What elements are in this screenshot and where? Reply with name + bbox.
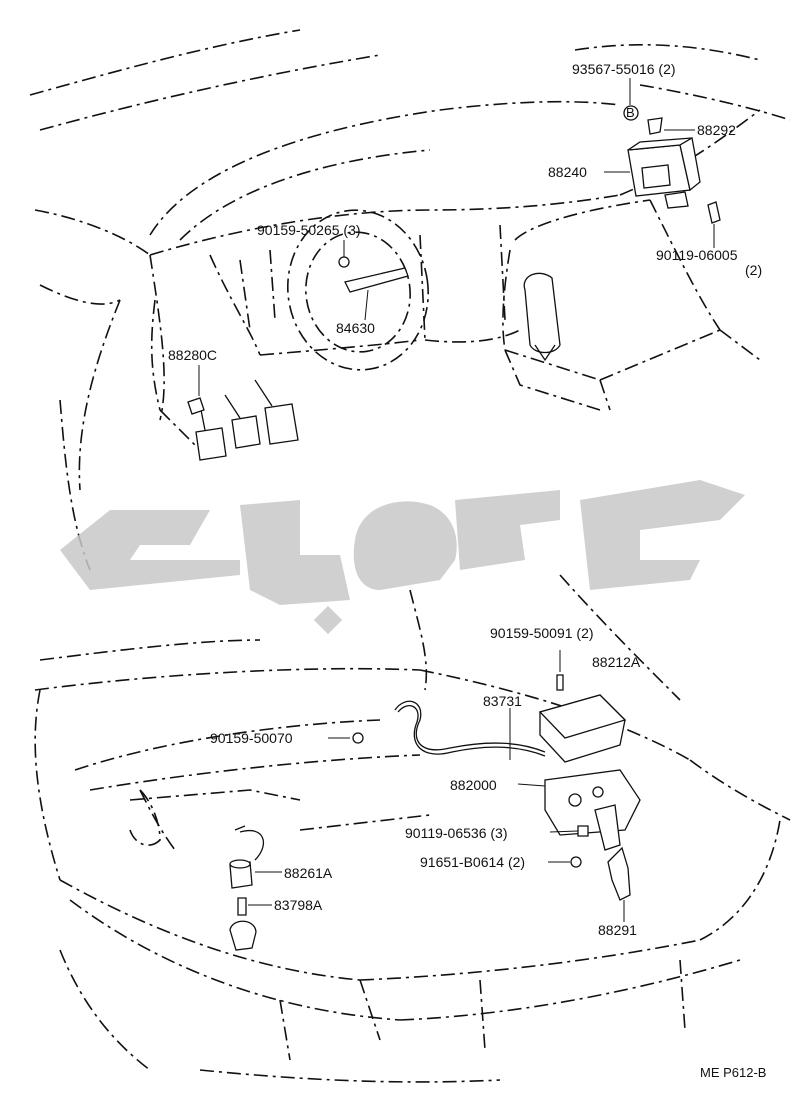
part-labels: 93567-55016 (2) 88292 88240 90119-06005 … xyxy=(168,61,766,1080)
diagram-reference-code: ME P612-B xyxy=(700,1065,766,1080)
part-label-83798A: 83798A xyxy=(274,897,323,913)
dashboard-illustration: B xyxy=(29,29,791,571)
part-label-88261A: 88261A xyxy=(284,865,333,881)
part-label-88280C: 88280C xyxy=(168,347,217,363)
part-label-88291: 88291 xyxy=(598,922,637,938)
part-label-90119-06005: 90119-06005 xyxy=(656,247,738,263)
trunk-illustration xyxy=(34,574,791,1083)
part-label-90119-06536: 90119-06536 (3) xyxy=(405,825,507,841)
watermark-logo xyxy=(60,480,745,635)
part-label-882000: 882000 xyxy=(450,777,497,793)
part-label-91651-B0614: 91651-B0614 (2) xyxy=(420,854,525,870)
part-label-88212A: 88212A xyxy=(592,654,641,670)
part-label-90119-06005-qty: (2) xyxy=(745,262,762,278)
part-label-88292: 88292 xyxy=(697,122,736,138)
svg-text:B: B xyxy=(626,105,635,120)
part-label-90159-50265: 90159-50265 (3) xyxy=(257,222,361,238)
part-label-90159-50091: 90159-50091 (2) xyxy=(490,625,594,641)
part-label-90159-50070: 90159-50070 xyxy=(210,730,293,746)
part-label-84630: 84630 xyxy=(336,320,375,336)
part-label-93567-55016: 93567-55016 (2) xyxy=(572,61,676,77)
part-label-88240: 88240 xyxy=(548,164,587,180)
part-label-83731: 83731 xyxy=(483,693,522,709)
